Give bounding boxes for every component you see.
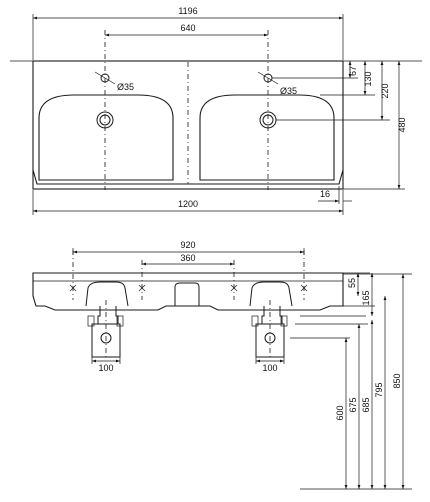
dim-dia-left: Ø35 bbox=[117, 82, 134, 92]
bowl-profile-right bbox=[249, 281, 293, 307]
bowl-right bbox=[199, 94, 335, 181]
dim-685: 685 bbox=[361, 397, 371, 412]
dim-850: 850 bbox=[392, 373, 402, 388]
dim-dia-right: Ø35 bbox=[280, 86, 297, 96]
dim-480: 480 bbox=[397, 117, 407, 132]
dim-100-left: 100 bbox=[98, 363, 113, 373]
basin-profile-front bbox=[32, 272, 344, 311]
fixing-marks bbox=[69, 284, 308, 292]
dim-220: 220 bbox=[380, 83, 390, 98]
waste-left bbox=[97, 306, 119, 325]
dim-600: 600 bbox=[335, 405, 345, 420]
waste-right bbox=[261, 306, 283, 325]
dim-16: 16 bbox=[320, 189, 330, 199]
dim-675: 675 bbox=[348, 397, 358, 412]
dim-67: 67 bbox=[348, 66, 358, 76]
dim-130: 130 bbox=[363, 71, 373, 86]
bowl-profile-left bbox=[85, 281, 129, 307]
dim-1196: 1196 bbox=[178, 6, 197, 16]
dim-1200: 1200 bbox=[178, 199, 198, 209]
basin-outline-top bbox=[32, 60, 344, 190]
dim-360: 360 bbox=[180, 253, 195, 263]
front-view: 920 360 100 100 55 165 600 675 bbox=[32, 240, 412, 490]
middle-support bbox=[174, 282, 200, 306]
dim-795: 795 bbox=[374, 382, 384, 397]
top-view: 1196 640 Ø35 Ø35 67 130 220 480 16 1200 bbox=[10, 6, 422, 215]
bowl-left bbox=[38, 94, 174, 181]
dim-920: 920 bbox=[180, 240, 195, 250]
dim-100-right: 100 bbox=[262, 363, 277, 373]
dim-165: 165 bbox=[361, 290, 371, 305]
dim-640: 640 bbox=[180, 23, 195, 33]
dim-55: 55 bbox=[347, 278, 357, 288]
